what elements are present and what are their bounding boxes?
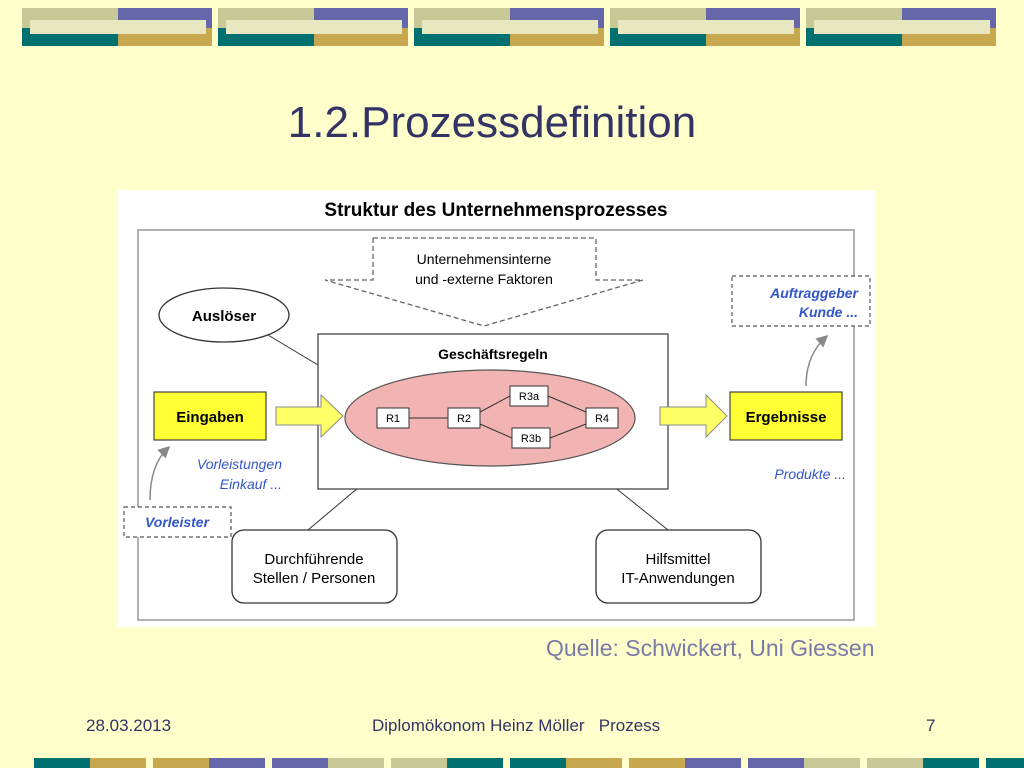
bottom-decoration-tile <box>272 758 384 768</box>
diagram-title: Struktur des Unternehmensprozesses <box>324 200 667 221</box>
edge-r2-r3a <box>479 395 511 413</box>
bottom-decoration-tile <box>510 758 622 768</box>
results-box <box>729 391 843 441</box>
edge-r2-r3b <box>479 423 513 439</box>
footer-date: 28.03.2013 <box>86 716 172 735</box>
bottom-decoration-tile <box>629 758 741 768</box>
client-box <box>731 275 871 327</box>
slide-title: 1.2.Prozessdefinition <box>287 98 697 147</box>
actors-box <box>231 529 398 604</box>
rule-node-r4 <box>585 407 619 429</box>
rule-label-r1: R1 <box>386 413 400 425</box>
process-structure-diagram: Struktur des Unternehmensprozesses Unter… <box>118 190 875 627</box>
edge-r3b-r4 <box>549 423 587 439</box>
supplier-label: Vorleister <box>145 514 211 530</box>
diagram-frame <box>137 229 855 621</box>
footer-page-number: 7 <box>926 716 936 735</box>
results-label: Ergebnisse <box>746 409 827 426</box>
prework-line-1: Vorleistungen <box>197 456 282 472</box>
rule-label-r2: R2 <box>457 413 471 425</box>
tools-line-2: IT-Anwendungen <box>621 570 734 587</box>
source-citation: Quelle: Schwickert, Uni Giessen <box>546 635 875 661</box>
bottom-decoration-tile <box>153 758 265 768</box>
factors-line-2: und -externe Faktoren <box>415 271 553 287</box>
inputs-box <box>153 391 267 441</box>
top-decoration-band <box>22 8 996 46</box>
top-decoration-tile <box>414 8 604 46</box>
supplier-box <box>123 506 232 538</box>
rule-node-r1 <box>376 407 410 429</box>
prework-line-2: Einkauf ... <box>220 476 282 492</box>
supplier-curved-arrow <box>149 445 171 501</box>
tools-line-1: Hilfsmittel <box>645 551 710 568</box>
rule-node-r3a <box>509 385 549 407</box>
inputs-label: Eingaben <box>176 409 244 426</box>
top-decoration-tile <box>610 8 800 46</box>
client-curved-arrow <box>805 334 829 387</box>
bottom-decoration-tile <box>34 758 146 768</box>
products-label: Produkte ... <box>774 466 846 482</box>
top-decoration-tile <box>22 8 212 46</box>
top-decoration-tile <box>218 8 408 46</box>
trigger-label: Auslöser <box>192 308 256 325</box>
rule-label-r3a: R3a <box>519 391 540 403</box>
edge-r3a-r4 <box>547 395 587 413</box>
top-decoration-tile <box>806 8 996 46</box>
bottom-decoration-band <box>34 758 1024 768</box>
actors-line-1: Durchführende <box>264 551 363 568</box>
bottom-decoration-tile <box>391 758 503 768</box>
actors-line-2: Stellen / Personen <box>253 570 376 587</box>
rule-label-r4: R4 <box>595 413 609 425</box>
results-arrow <box>659 393 728 439</box>
factors-line-1: Unternehmensinterne <box>417 251 552 267</box>
bottom-decoration-tile <box>748 758 860 768</box>
rules-ellipse <box>344 369 636 467</box>
client-line-1: Auftraggeber <box>769 285 859 301</box>
bottom-decoration-tile <box>867 758 979 768</box>
inputs-arrow <box>275 393 344 439</box>
bottom-decoration-tile <box>986 758 1024 768</box>
rule-label-r3b: R3b <box>521 433 541 445</box>
tools-box <box>595 529 762 604</box>
rule-node-r3b <box>511 427 551 449</box>
factors-arrow <box>324 237 644 327</box>
footer-author-topic: Diplomökonom Heinz Möller Prozess <box>372 716 661 735</box>
client-line-2: Kunde ... <box>799 304 858 320</box>
rules-title: Geschäftsregeln <box>438 346 548 362</box>
rule-node-r2 <box>447 407 481 429</box>
trigger-ellipse <box>158 287 290 343</box>
